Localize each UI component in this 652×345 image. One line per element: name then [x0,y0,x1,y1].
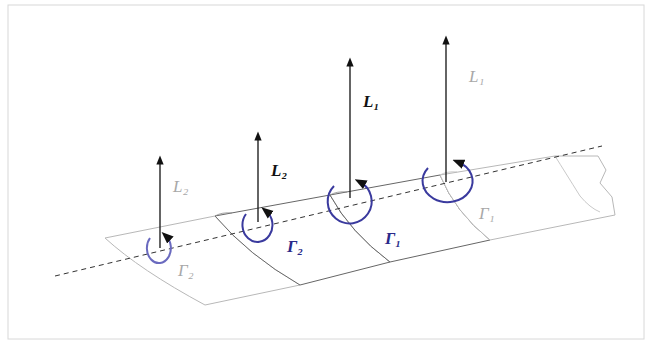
lift-label: L₂ [172,178,189,195]
circulation-label: Γ₂ [177,262,195,279]
frame [8,5,644,339]
circulation-loops [147,162,473,263]
lift-arrows [160,40,446,248]
circulation-label: Γ₁ [384,230,402,247]
lift-label: L₁ [362,93,380,110]
lift-label: L₁ [468,68,485,85]
circulation-label: Γ₁ [478,205,496,222]
wing [105,156,615,305]
circulation-label: Γ₂ [286,238,304,255]
lift-label: L₂ [270,162,288,179]
span-axis [55,146,602,276]
